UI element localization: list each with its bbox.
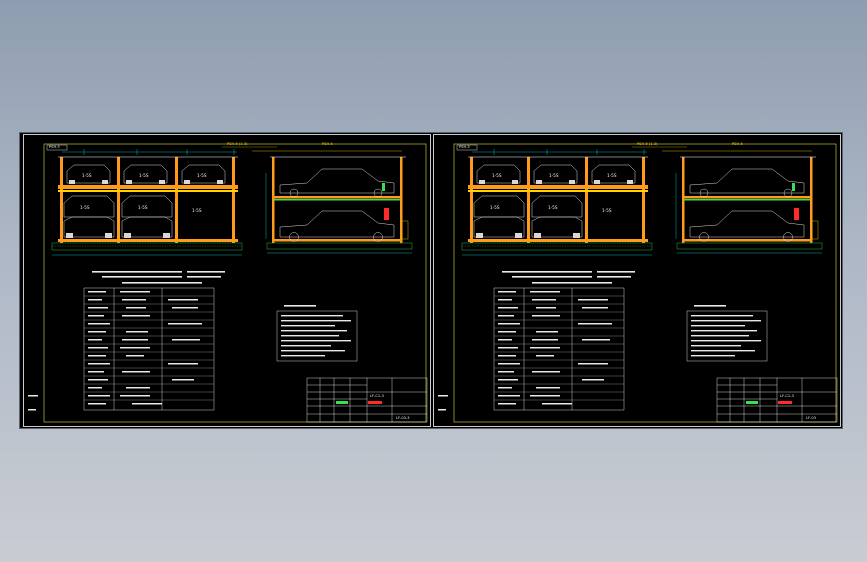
notes-box: [276, 305, 358, 362]
notes-box: [686, 305, 768, 362]
drawing-scale-code: LF-03-3: [396, 416, 410, 420]
car-label: 1-5S: [549, 173, 559, 178]
title-block: [716, 377, 838, 423]
car-label: 1-5S: [548, 205, 558, 210]
title-block-code: LF-C1-3: [370, 394, 384, 398]
drawing-scale-code: LF-03: [806, 416, 816, 420]
bay-label: 1-5S: [602, 208, 612, 213]
front-view: [51, 156, 243, 256]
view-title-front: PSH-5 (1-3): [227, 142, 248, 147]
side-view: [675, 156, 823, 254]
view-title-side: PSH-5: [732, 142, 743, 147]
car-label: 1-5S: [82, 173, 92, 178]
spec-text-placeholders: [88, 291, 202, 405]
bay-label: 1-5S: [192, 208, 202, 213]
spec-table-rows: [494, 295, 624, 401]
drawing-number-tag: PSH-5: [49, 145, 60, 150]
sheet-drawing: [23, 134, 431, 427]
car-label: 1-5S: [197, 173, 207, 178]
car-label: 1-5S: [139, 173, 149, 178]
car-label: 1-5S: [138, 205, 148, 210]
drawing-number-tag: PSH-5: [459, 145, 470, 150]
front-view: [461, 156, 653, 256]
cad-drawing-viewport[interactable]: PSH-5 PSH-5 (1-3) PSH-5 1-5S 1-5S 1-5S 1-5S 1-5…: [20, 133, 842, 428]
spec-table: [83, 287, 215, 411]
car-label: 1-5S: [492, 173, 502, 178]
car-label: 1-5S: [607, 173, 617, 178]
side-view: [265, 156, 413, 254]
sheet-drawing: [433, 134, 841, 427]
car-label: 1-5S: [80, 205, 90, 210]
drawing-sheet-left[interactable]: PSH-5 PSH-5 (1-3) PSH-5 1-5S 1-5S 1-5S 1-5S 1-5…: [22, 133, 432, 428]
title-block-code: LF-C1-3: [780, 394, 794, 398]
view-title-front: PSH-5 (1-3): [637, 142, 658, 147]
view-title-side: PSH-5: [322, 142, 333, 147]
spec-table-rows: [84, 295, 214, 401]
spec-table: [493, 287, 625, 411]
drawing-sheet-right[interactable]: PSH-5 PSH-5 (1-3) PSH-5 1-5S 1-5S 1-5S 1-5S 1-5…: [432, 133, 842, 428]
spec-text-placeholders: [498, 291, 612, 405]
title-block: [306, 377, 428, 423]
car-label: 1-5S: [490, 205, 500, 210]
